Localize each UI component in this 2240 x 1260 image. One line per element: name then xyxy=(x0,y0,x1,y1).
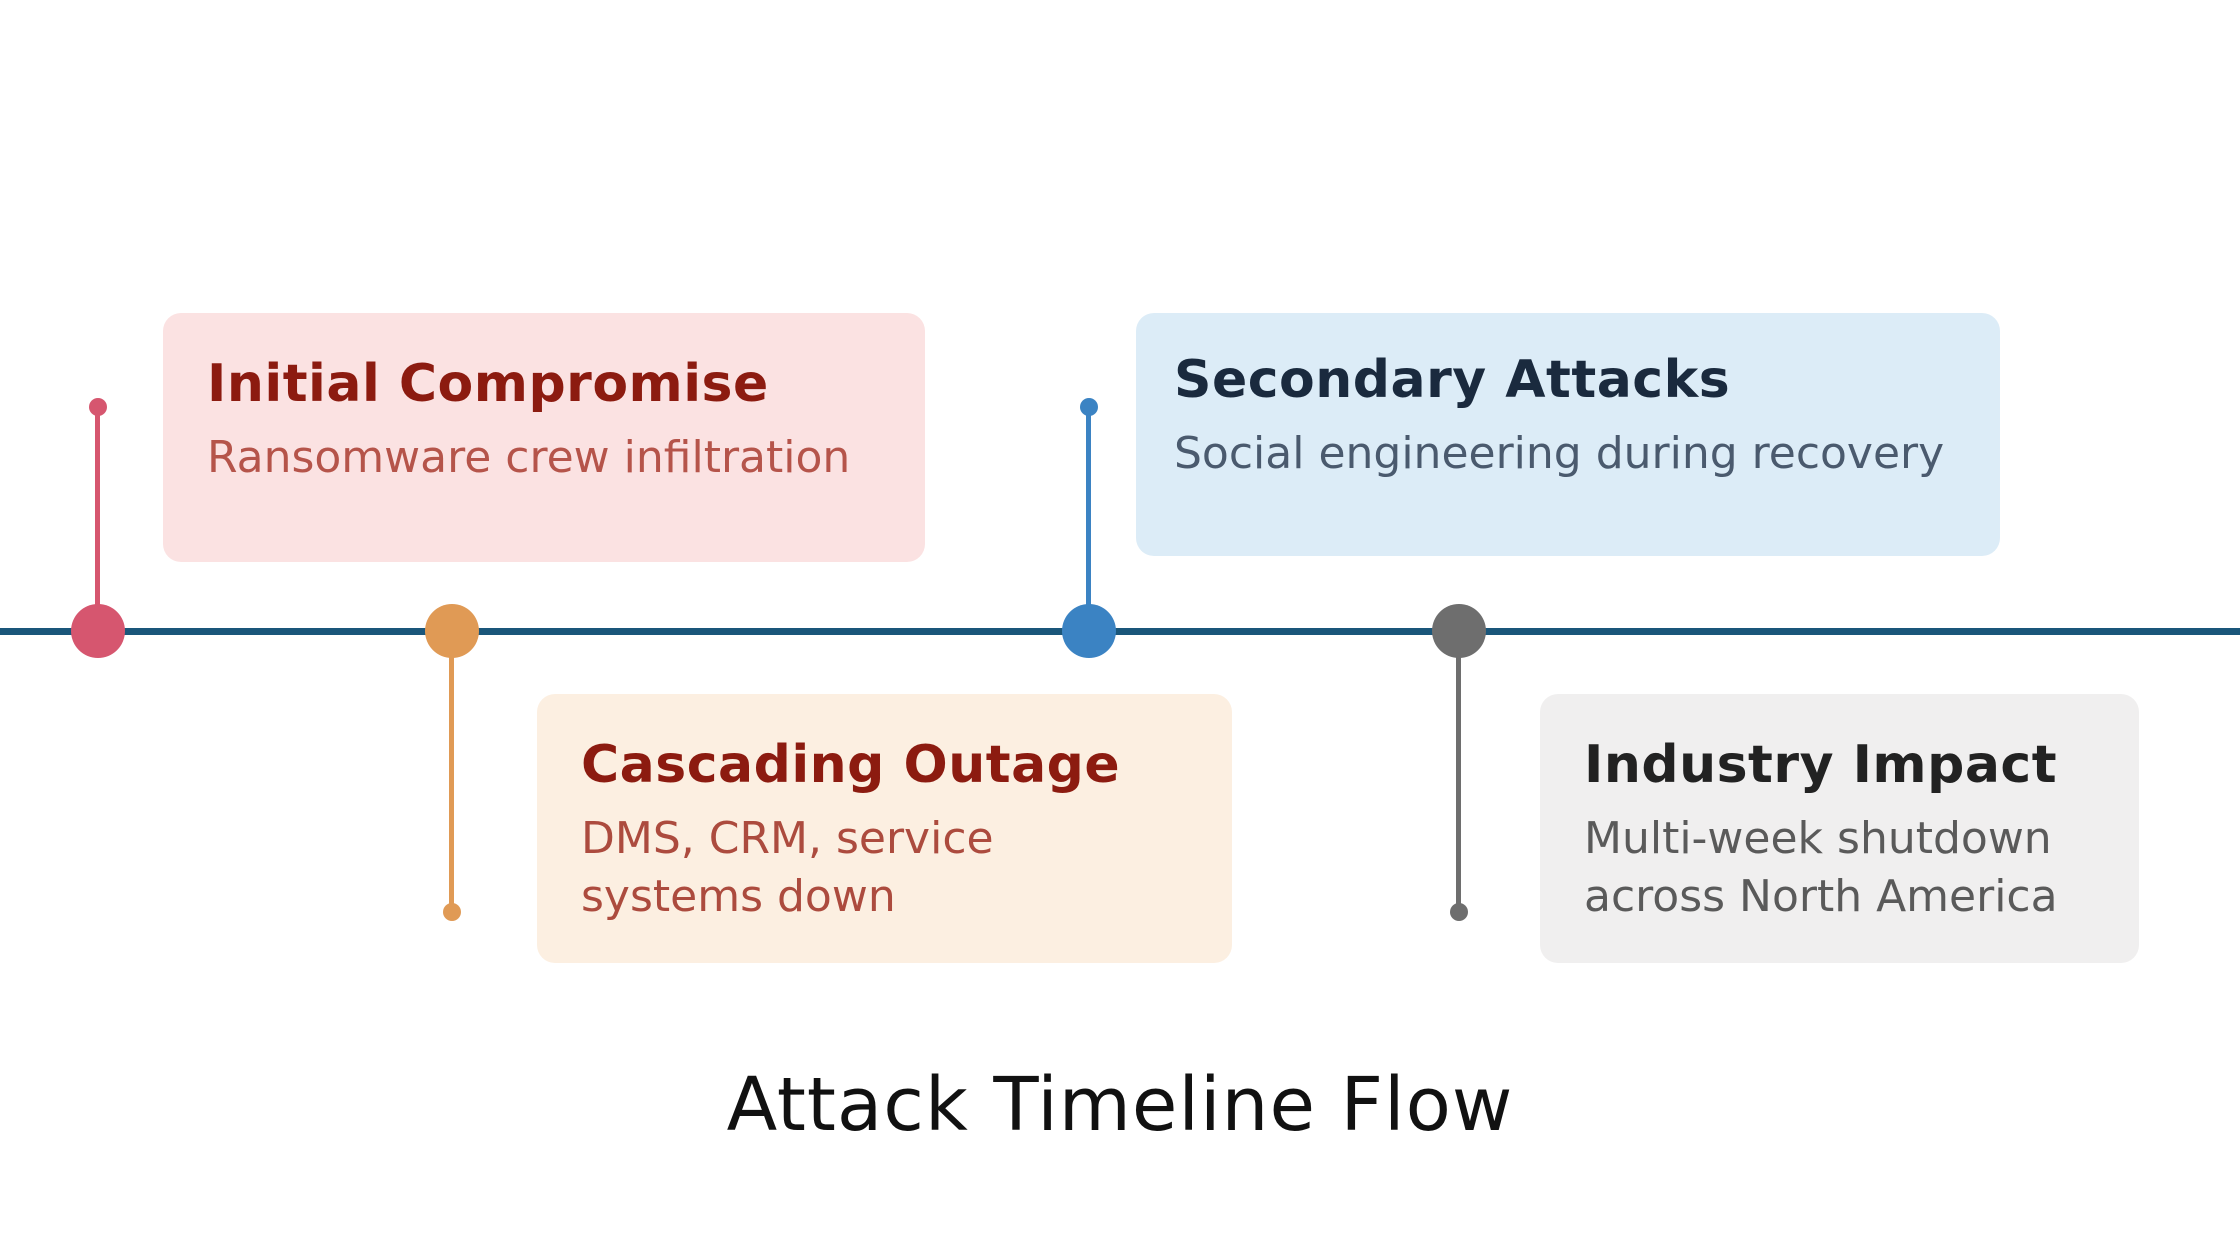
event-card-initial-compromise: Initial Compromise Ransomware crew infil… xyxy=(163,313,925,562)
timeline-marker xyxy=(1432,604,1486,658)
event-card-title: Industry Impact xyxy=(1584,735,2058,795)
timeline-marker xyxy=(1062,604,1116,658)
event-card-industry-impact: Industry Impact Multi-week shutdown acro… xyxy=(1540,694,2139,963)
marker-end-dot xyxy=(443,903,461,921)
marker-end-dot xyxy=(1080,398,1098,416)
event-card-description: DMS, CRM, service systems down xyxy=(581,813,994,922)
event-card-description: Ransomware crew infiltration xyxy=(207,432,851,484)
event-card-secondary-attacks: Secondary Attacks Social engineering dur… xyxy=(1136,313,2000,556)
event-card-title: Secondary Attacks xyxy=(1174,350,1731,410)
timeline-marker xyxy=(71,604,125,658)
marker-stem xyxy=(1456,631,1461,912)
marker-end-dot xyxy=(1450,903,1468,921)
timeline-marker xyxy=(425,604,479,658)
marker-stem xyxy=(1086,407,1091,631)
marker-stem xyxy=(95,407,100,631)
event-card-cascading-outage: Cascading Outage DMS, CRM, service syste… xyxy=(537,694,1232,963)
timeline-axis xyxy=(0,628,2240,635)
event-card-description: Multi-week shutdown across North America xyxy=(1584,813,2058,922)
event-card-description: Social engineering during recovery xyxy=(1174,428,1945,480)
event-card-title: Initial Compromise xyxy=(207,354,769,414)
marker-end-dot xyxy=(89,398,107,416)
marker-stem xyxy=(449,631,454,912)
event-card-title: Cascading Outage xyxy=(581,735,1121,795)
diagram-title: Attack Timeline Flow xyxy=(726,1062,1514,1148)
